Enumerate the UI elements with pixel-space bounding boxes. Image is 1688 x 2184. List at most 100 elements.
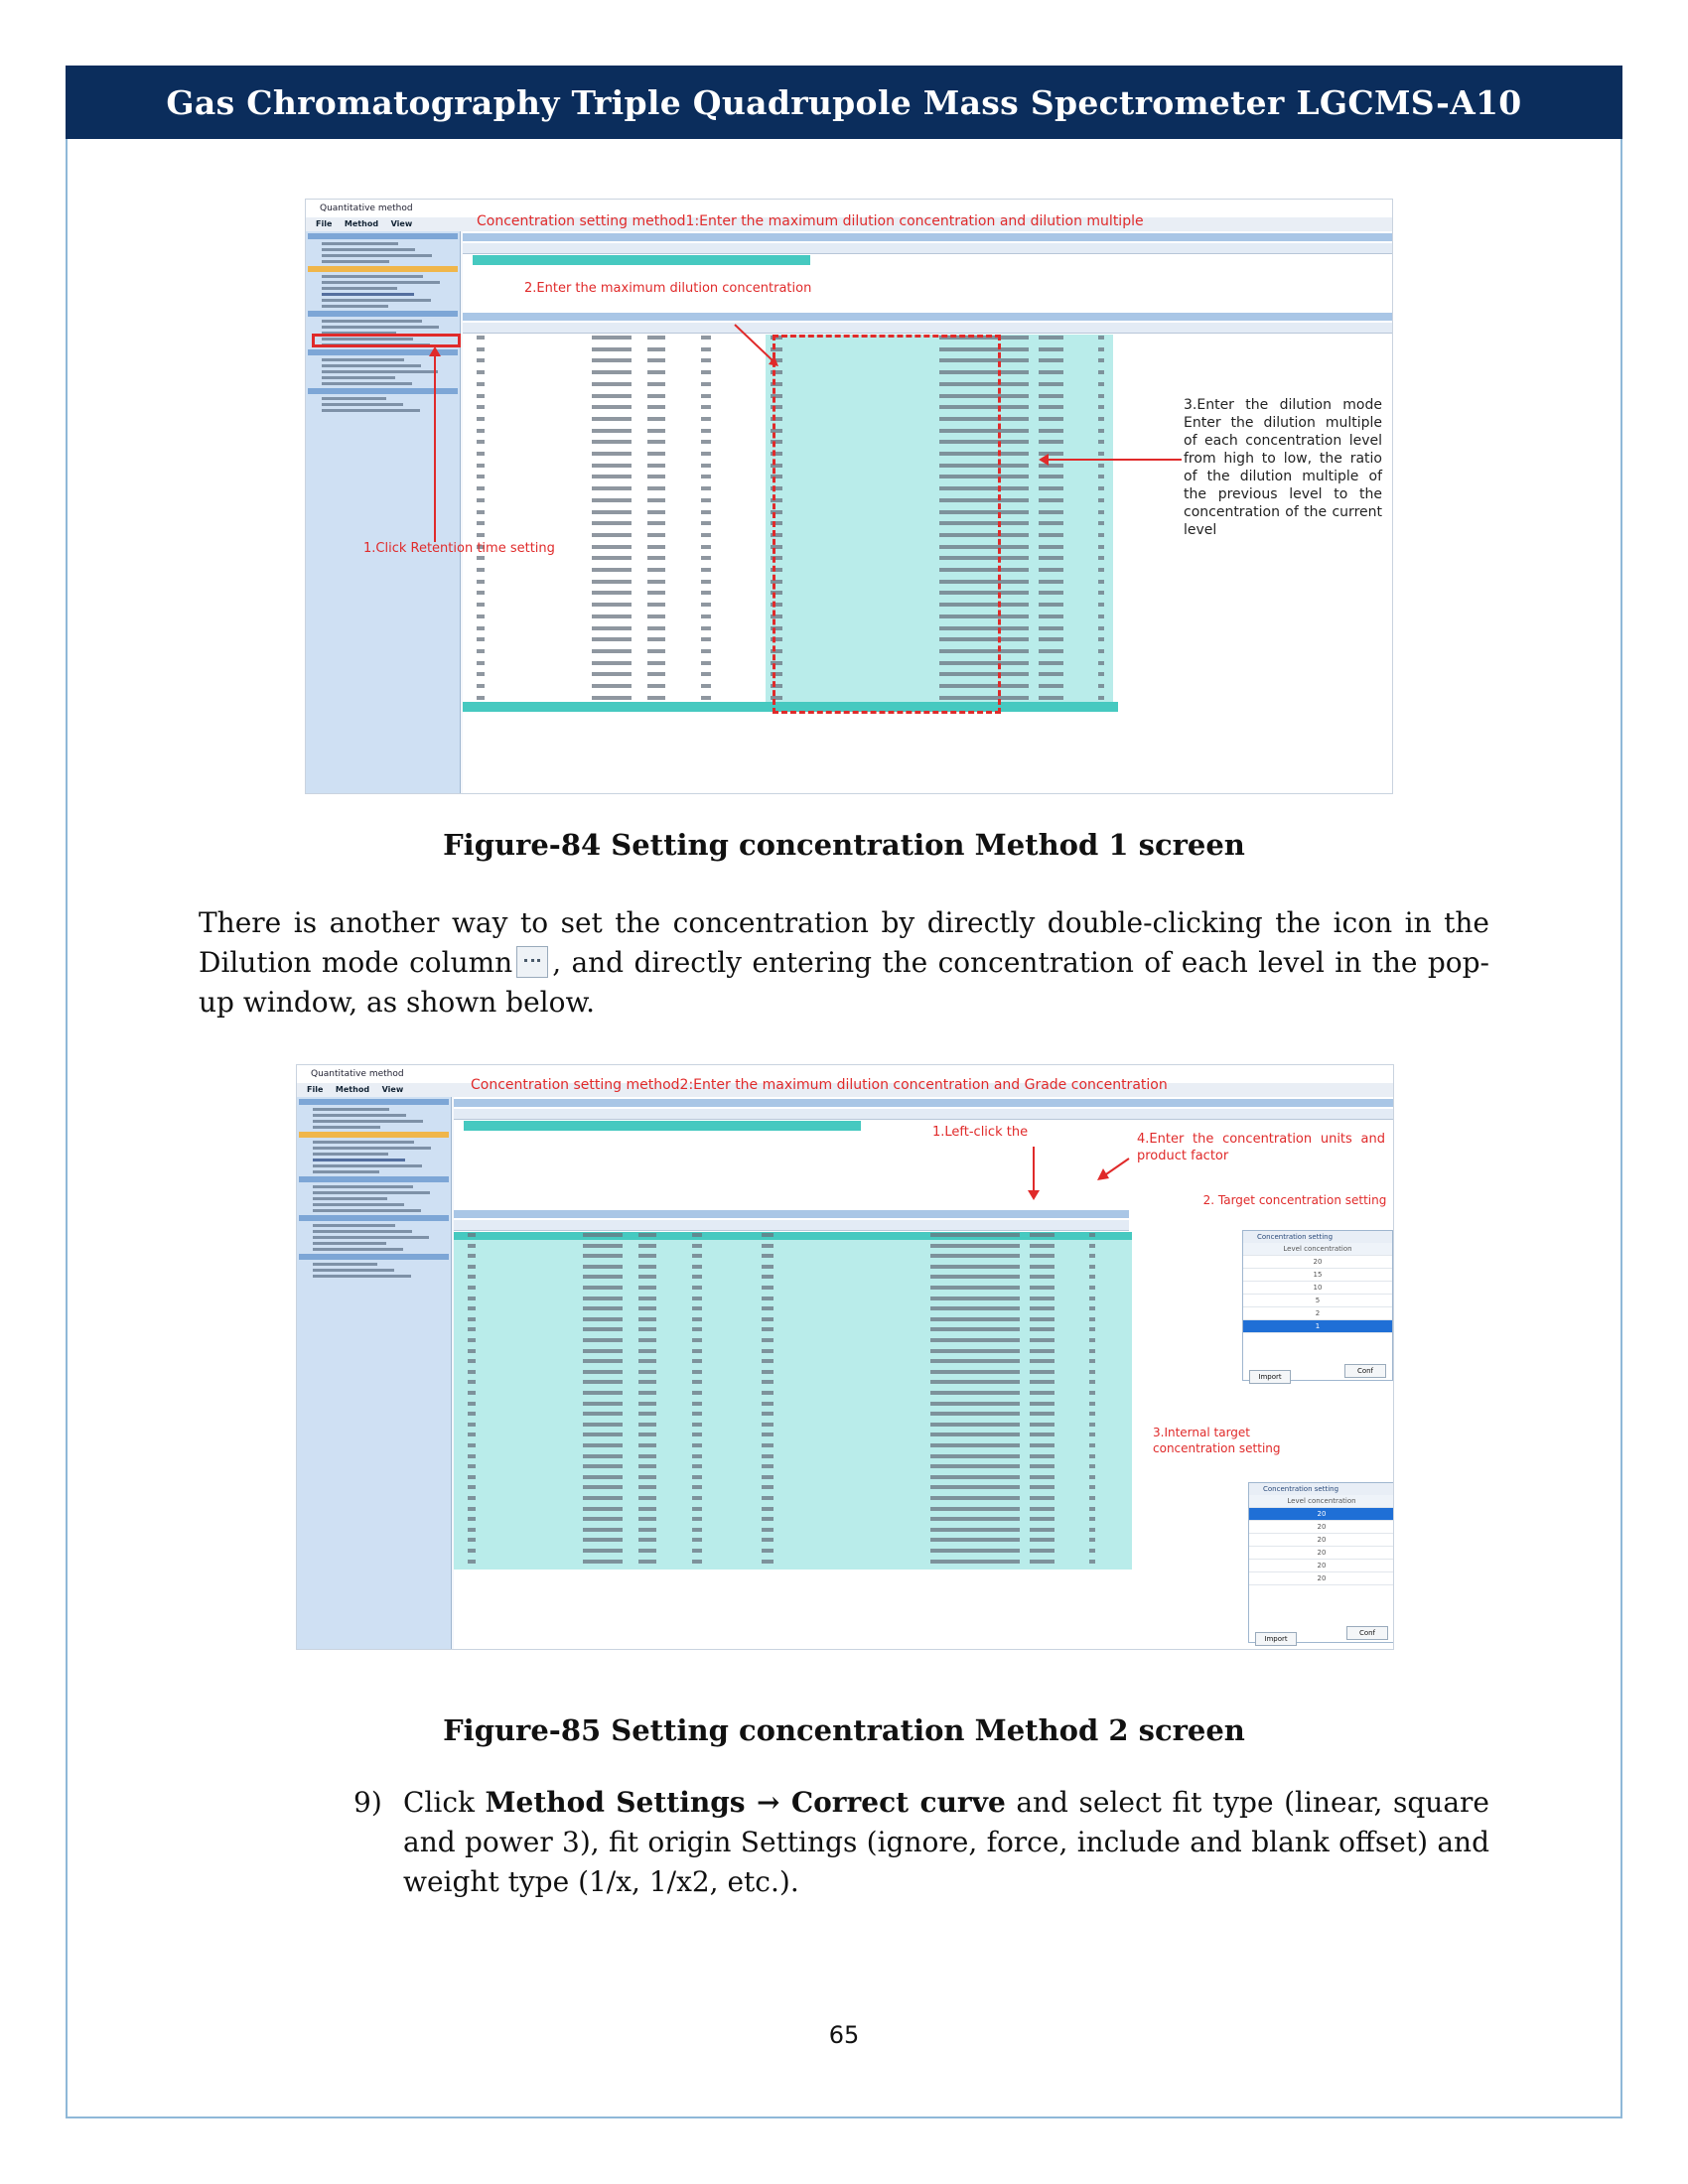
table-row[interactable] xyxy=(463,369,1118,375)
table-row[interactable] xyxy=(454,1296,1132,1301)
table-row[interactable] xyxy=(454,1401,1132,1407)
table-row[interactable] xyxy=(463,579,1118,585)
tree-item[interactable] xyxy=(313,1170,379,1173)
table-row[interactable] xyxy=(463,555,1118,561)
tree-item[interactable] xyxy=(313,1203,404,1206)
table-row[interactable] xyxy=(454,1432,1132,1437)
table-row[interactable] xyxy=(454,1453,1132,1459)
tree-item[interactable] xyxy=(313,1159,405,1161)
table-row[interactable] xyxy=(463,463,1118,469)
table-row[interactable] xyxy=(463,590,1118,596)
tree-item[interactable] xyxy=(313,1191,430,1194)
table-row[interactable] xyxy=(463,648,1118,654)
table-row[interactable] xyxy=(463,520,1118,526)
table-row[interactable] xyxy=(454,1337,1132,1343)
table-row[interactable] xyxy=(454,1326,1132,1332)
level-concentration-cell[interactable]: 10 xyxy=(1243,1282,1392,1295)
tree-group[interactable] xyxy=(299,1132,449,1138)
table-row[interactable] xyxy=(463,474,1118,479)
tree-item[interactable] xyxy=(313,1209,421,1212)
tree-item[interactable] xyxy=(313,1185,413,1188)
tree-item[interactable] xyxy=(313,1248,403,1251)
import-button[interactable]: Import xyxy=(1249,1370,1291,1384)
tree-group[interactable] xyxy=(308,349,458,355)
table-row[interactable] xyxy=(463,485,1118,491)
target-concentration-popup[interactable]: Concentration setting Level concentratio… xyxy=(1242,1230,1393,1384)
table-row[interactable] xyxy=(454,1548,1132,1554)
tree-item[interactable] xyxy=(322,332,396,335)
tree-item[interactable] xyxy=(313,1242,386,1245)
table-row[interactable] xyxy=(454,1379,1132,1385)
level-concentration-cell[interactable]: 5 xyxy=(1243,1295,1392,1307)
tree-item[interactable] xyxy=(322,364,421,367)
level-concentration-cell[interactable]: 1 xyxy=(1243,1320,1392,1333)
tree-group[interactable] xyxy=(299,1215,449,1221)
table-row[interactable] xyxy=(463,671,1118,677)
menu-method[interactable]: Method xyxy=(335,1085,370,1094)
level-concentration-cell[interactable]: 2 xyxy=(1243,1307,1392,1320)
tree-item[interactable] xyxy=(322,382,412,385)
table-row[interactable] xyxy=(463,439,1118,445)
table-row[interactable] xyxy=(454,1316,1132,1322)
tree-item[interactable] xyxy=(322,320,422,323)
table-row[interactable] xyxy=(454,1559,1132,1565)
level-concentration-cell[interactable]: 20 xyxy=(1249,1572,1393,1585)
menu-method[interactable]: Method xyxy=(344,219,379,228)
table-row[interactable] xyxy=(463,428,1118,434)
tree-group[interactable] xyxy=(299,1176,449,1182)
confirm-button[interactable]: Conf xyxy=(1344,1364,1386,1378)
table-row[interactable] xyxy=(454,1369,1132,1375)
table-row[interactable] xyxy=(463,509,1118,515)
level-concentration-cell[interactable]: 20 xyxy=(1249,1508,1393,1521)
tree-item[interactable] xyxy=(322,281,440,284)
level-concentration-cell[interactable]: 20 xyxy=(1243,1256,1392,1269)
menu-view[interactable]: View xyxy=(390,219,413,228)
tree-group[interactable] xyxy=(308,266,458,272)
table-row[interactable] xyxy=(454,1264,1132,1270)
table-row[interactable] xyxy=(454,1348,1132,1354)
table-row[interactable] xyxy=(454,1422,1132,1428)
tree-item[interactable] xyxy=(313,1230,412,1233)
table-row[interactable] xyxy=(463,381,1118,387)
table-row[interactable] xyxy=(463,497,1118,503)
table-row[interactable] xyxy=(463,602,1118,608)
tree-item[interactable] xyxy=(322,254,432,257)
level-concentration-cell[interactable]: 20 xyxy=(1249,1560,1393,1572)
tree-item[interactable] xyxy=(322,242,398,245)
table-row[interactable] xyxy=(454,1506,1132,1512)
menu-file[interactable]: File xyxy=(316,219,333,228)
table-row[interactable] xyxy=(463,416,1118,422)
table-row[interactable] xyxy=(454,1285,1132,1291)
confirm-button[interactable]: Conf xyxy=(1346,1626,1388,1640)
tree-item[interactable] xyxy=(322,403,403,406)
table-row[interactable] xyxy=(463,451,1118,457)
table-row[interactable] xyxy=(454,1243,1132,1249)
table-row[interactable] xyxy=(454,1463,1132,1469)
import-button[interactable]: Import xyxy=(1255,1632,1297,1646)
menu-file[interactable]: File xyxy=(307,1085,324,1094)
table-row[interactable] xyxy=(463,404,1118,410)
table-row[interactable] xyxy=(454,1390,1132,1396)
table-row[interactable] xyxy=(463,660,1118,666)
tree-item[interactable] xyxy=(313,1141,414,1144)
tree-item[interactable] xyxy=(322,287,397,290)
tree-item[interactable] xyxy=(313,1275,411,1278)
table-row[interactable] xyxy=(454,1484,1132,1490)
tree-group[interactable] xyxy=(308,388,458,394)
table-row[interactable] xyxy=(454,1442,1132,1448)
tree-item[interactable] xyxy=(313,1263,377,1266)
table-row[interactable] xyxy=(463,625,1118,631)
tree-item[interactable] xyxy=(322,326,439,329)
tree-item[interactable] xyxy=(322,397,386,400)
tree-group[interactable] xyxy=(299,1099,449,1105)
tree-item[interactable] xyxy=(322,260,389,263)
tree-group[interactable] xyxy=(308,233,458,239)
table-row[interactable] xyxy=(463,567,1118,573)
table-row[interactable] xyxy=(454,1516,1132,1522)
tree-item[interactable] xyxy=(313,1120,423,1123)
table-row[interactable] xyxy=(454,1274,1132,1280)
sample-row[interactable] xyxy=(464,1121,861,1131)
tree-item[interactable] xyxy=(313,1114,406,1117)
tree-item[interactable] xyxy=(313,1147,431,1150)
table-row[interactable] xyxy=(454,1411,1132,1417)
